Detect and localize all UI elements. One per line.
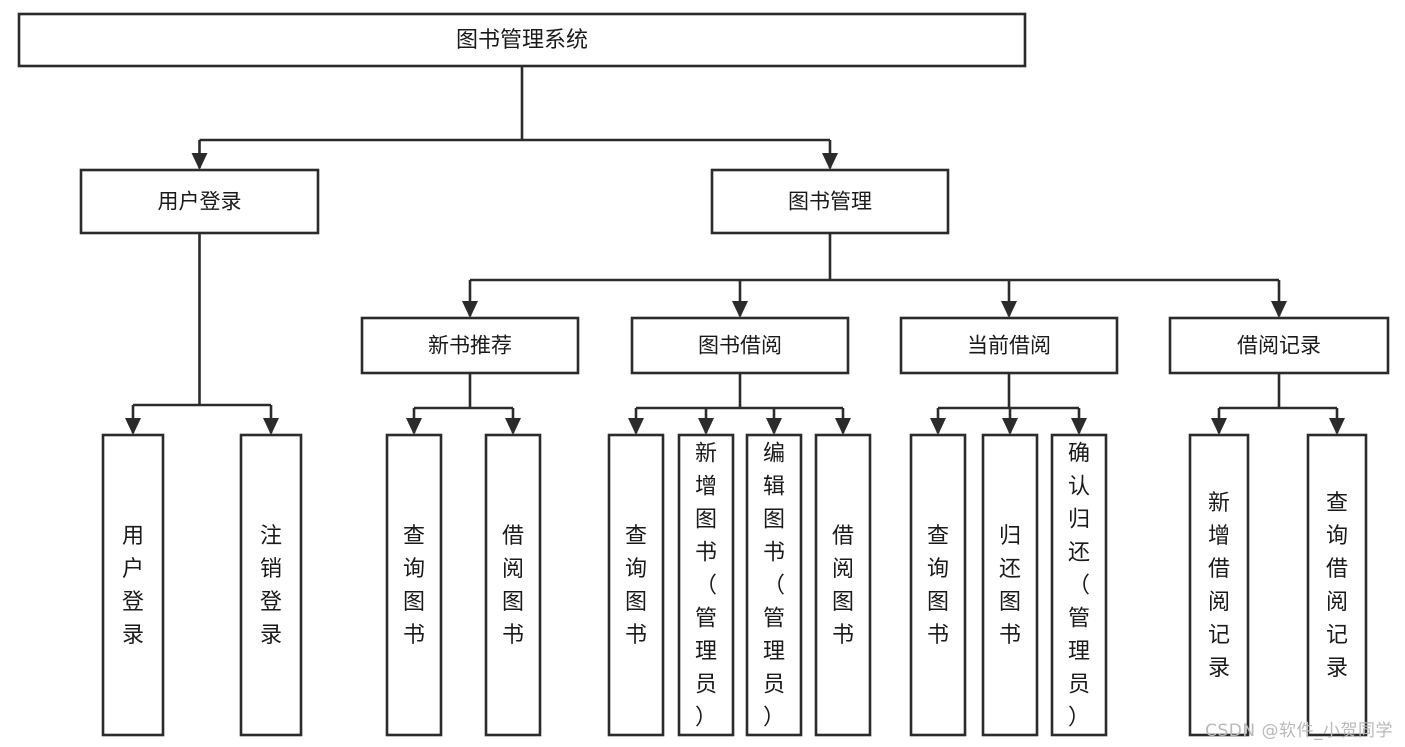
leaf-node[interactable]: 查询图书 <box>385 433 443 737</box>
connectors-layer <box>125 66 1345 435</box>
root-node-label: 图书管理系统 <box>456 28 588 53</box>
leaf-node-rect <box>1306 433 1368 737</box>
leaf-node-rect <box>909 433 967 737</box>
arrow-head-icon <box>930 418 946 435</box>
leaf-node-label: 新增图书（管理员） <box>695 441 717 730</box>
arrow-head-icon <box>406 418 422 435</box>
leaf-node[interactable]: 查询图书 <box>607 433 665 737</box>
leaf-node[interactable]: 新增借阅记录 <box>1188 433 1250 737</box>
level3-node[interactable]: 借阅记录 <box>1168 316 1390 375</box>
leaf-node-rect <box>1050 433 1108 737</box>
leaf-node[interactable]: 确认归还（管理员） <box>1050 433 1108 737</box>
leaf-node-rect <box>677 433 735 737</box>
arrow-head-icon <box>263 418 279 435</box>
level2-node-label: 用户登录 <box>158 190 242 214</box>
leaf-node[interactable]: 查询借阅记录 <box>1306 433 1368 737</box>
level3-node[interactable]: 图书借阅 <box>630 316 850 375</box>
level3-node-rect <box>1168 316 1390 375</box>
leaf-node-label: 借阅图书 <box>832 524 854 648</box>
level3-node-rect <box>360 316 580 375</box>
arrow-head-icon <box>1002 418 1018 435</box>
level3-node-label: 图书借阅 <box>698 334 782 358</box>
leaf-node[interactable]: 查询图书 <box>909 433 967 737</box>
level2-node[interactable]: 用户登录 <box>79 168 320 235</box>
leaf-node-rect <box>239 433 303 737</box>
level2-node-rect <box>710 168 950 235</box>
leaf-node-label: 查询图书 <box>403 524 425 648</box>
arrow-head-icon <box>1271 301 1287 318</box>
level3-node-rect <box>630 316 850 375</box>
leaf-node-rect <box>814 433 872 737</box>
arrow-head-icon <box>698 418 714 435</box>
level2-node-label: 图书管理 <box>788 190 872 214</box>
leaf-node[interactable]: 编辑图书（管理员） <box>745 433 803 737</box>
root-node[interactable]: 图书管理系统 <box>17 12 1027 68</box>
arrow-head-icon <box>628 418 644 435</box>
arrow-head-icon <box>125 418 141 435</box>
leaf-node-rect <box>484 433 542 737</box>
level3-node-label: 新书推荐 <box>428 334 512 358</box>
arrow-head-icon <box>732 301 748 318</box>
arrow-head-icon <box>766 418 782 435</box>
level2-node-rect <box>79 168 320 235</box>
leaf-node-label: 归还图书 <box>999 524 1021 648</box>
root-node-rect <box>17 12 1027 68</box>
leaf-node-rect <box>101 433 165 737</box>
leaf-node-label: 查询图书 <box>625 524 647 648</box>
leaf-node-label: 查询图书 <box>927 524 949 648</box>
nodes-layer: 图书管理系统用户登录图书管理新书推荐图书借阅当前借阅借阅记录用户登录注销登录查询… <box>17 12 1390 737</box>
level2-node[interactable]: 图书管理 <box>710 168 950 235</box>
level3-node[interactable]: 当前借阅 <box>899 316 1119 375</box>
leaf-node[interactable]: 借阅图书 <box>484 433 542 737</box>
level3-node[interactable]: 新书推荐 <box>360 316 580 375</box>
leaf-node-label: 借阅图书 <box>502 524 524 648</box>
level3-node-rect <box>899 316 1119 375</box>
level3-node-label: 当前借阅 <box>967 334 1051 358</box>
leaf-node[interactable]: 新增图书（管理员） <box>677 433 735 737</box>
leaf-node-label: 用户登录 <box>122 524 144 648</box>
leaf-node-rect <box>607 433 665 737</box>
leaf-node-label: 编辑图书（管理员） <box>763 441 785 730</box>
leaf-node-rect <box>981 433 1039 737</box>
leaf-node-label: 确认归还（管理员） <box>1068 441 1090 730</box>
leaf-node[interactable]: 归还图书 <box>981 433 1039 737</box>
leaf-node[interactable]: 用户登录 <box>101 433 165 737</box>
arrow-head-icon <box>1071 418 1087 435</box>
leaf-node-rect <box>385 433 443 737</box>
arrow-head-icon <box>462 301 478 318</box>
arrow-head-icon <box>1329 418 1345 435</box>
arrow-head-icon <box>1001 301 1017 318</box>
leaf-node-label: 查询借阅记录 <box>1326 491 1348 681</box>
leaf-node-rect <box>1188 433 1250 737</box>
leaf-node-label: 新增借阅记录 <box>1208 491 1230 681</box>
arrow-head-icon <box>822 153 838 170</box>
leaf-node-rect <box>745 433 803 737</box>
arrow-head-icon <box>1211 418 1227 435</box>
leaf-node-label: 注销登录 <box>260 524 282 648</box>
leaf-node[interactable]: 注销登录 <box>239 433 303 737</box>
arrow-head-icon <box>835 418 851 435</box>
level3-node-label: 借阅记录 <box>1237 334 1321 358</box>
arrow-head-icon <box>505 418 521 435</box>
leaf-node[interactable]: 借阅图书 <box>814 433 872 737</box>
arrow-head-icon <box>191 153 208 170</box>
